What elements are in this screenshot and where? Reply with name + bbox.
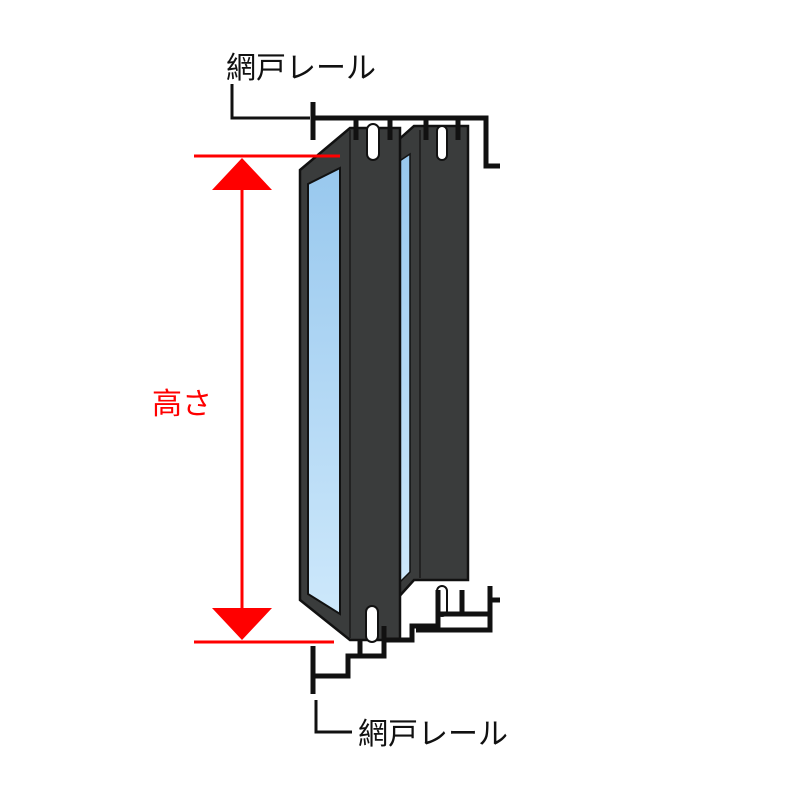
rear-screen-panel [394,124,470,617]
bottom-rail [310,586,500,694]
top-rail [310,102,500,169]
top-rail-label: 網戸レール [226,51,376,86]
top-rail-leader [230,84,310,120]
height-dimension [194,154,340,644]
bottom-rail-label: 網戸レール [358,717,508,752]
height-arrow-down-icon [212,608,272,640]
height-arrow-up-icon [212,158,272,190]
bottom-rail-leader [314,700,352,734]
height-label: 高さ [152,387,212,422]
front-screen-panel [298,123,402,643]
